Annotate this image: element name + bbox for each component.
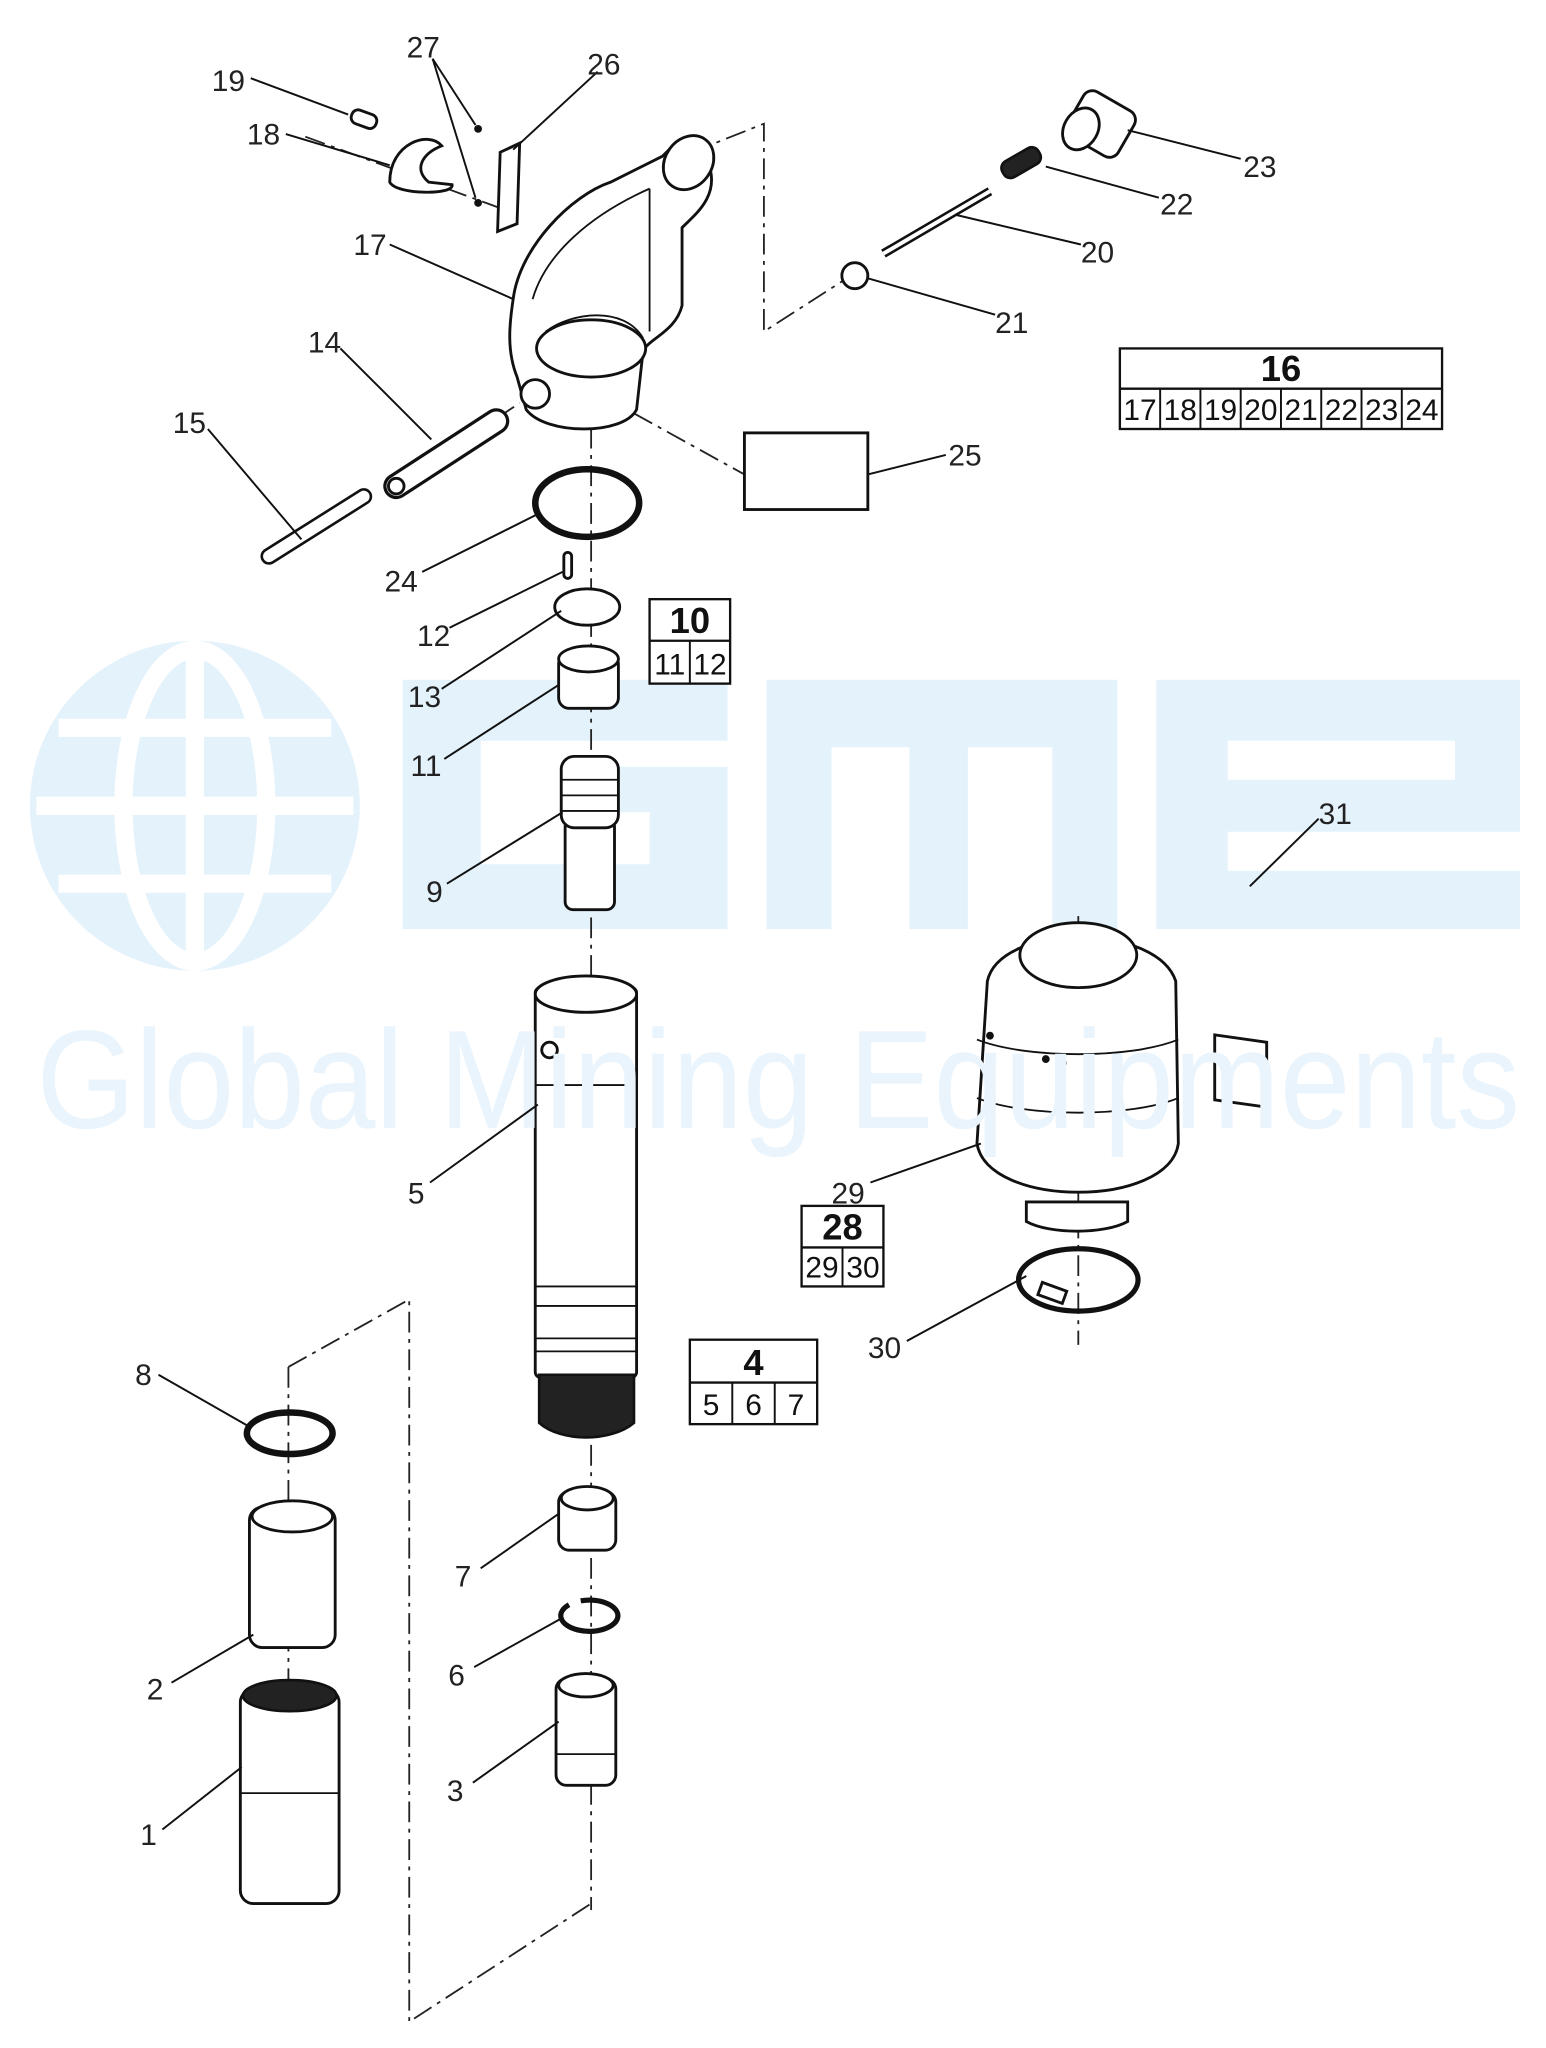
callout-18: 18 — [247, 118, 280, 151]
part-3-chuck — [554, 1672, 618, 1787]
callout-23: 23 — [1243, 151, 1276, 184]
part-2-sleeve — [248, 1499, 337, 1650]
callout-25: 25 — [948, 439, 981, 472]
callout-27: 27 — [407, 31, 440, 64]
part-19-pin — [349, 108, 379, 130]
part-11-valve-body — [557, 644, 620, 710]
kit-box-item: 18 — [1164, 394, 1197, 427]
kit-box-item: 5 — [703, 1389, 720, 1422]
watermark-letters — [402, 679, 1521, 930]
callout-30: 30 — [868, 1332, 901, 1365]
part-31-gasket — [1213, 1033, 1269, 1109]
part-8-ring — [243, 1409, 336, 1458]
callout-24: 24 — [385, 565, 418, 598]
part-13-disc — [553, 587, 622, 627]
kit-box-item: 12 — [693, 649, 726, 682]
callout-8: 8 — [135, 1359, 152, 1392]
callout-7: 7 — [455, 1561, 472, 1594]
callout-6: 6 — [448, 1659, 465, 1692]
kit-box-item: 6 — [745, 1389, 762, 1422]
callout-1: 1 — [140, 1819, 157, 1852]
part-6-retaining-ring — [558, 1597, 621, 1634]
callout-17: 17 — [353, 229, 386, 262]
kit-box-item: 11 — [654, 649, 685, 682]
part-14-sleeve — [383, 408, 510, 500]
callout-26: 26 — [587, 48, 620, 81]
part-25-label-plate — [742, 431, 870, 511]
callout-21: 21 — [995, 307, 1028, 340]
part-27-screws — [474, 124, 482, 207]
callout-22: 22 — [1160, 189, 1193, 222]
watermark-logo — [29, 640, 1521, 971]
part-7-bushing — [557, 1485, 618, 1552]
part-9-valve-piston — [559, 754, 620, 912]
part-1-buffer — [238, 1678, 341, 1905]
part-15-pin — [260, 488, 373, 565]
callout-13: 13 — [408, 681, 441, 714]
kit-box-item: 21 — [1284, 394, 1317, 427]
callout-numbers: 1918272617141524121311958217632322202125… — [135, 31, 1352, 1852]
part-18-trigger — [388, 137, 454, 194]
kit-box-title: 16 — [1261, 348, 1301, 389]
kit-box-item: 7 — [788, 1389, 805, 1422]
part-12-pin — [562, 550, 574, 580]
watermark-company-name: Global Mining Equipments — [36, 1001, 1520, 1158]
part-21-ball — [840, 261, 870, 291]
part-17-handle-housing — [508, 134, 716, 431]
kit-box-item: 20 — [1244, 394, 1277, 427]
part-22-spring — [1000, 145, 1043, 180]
callout-20: 20 — [1081, 237, 1114, 270]
part-23-fitting — [1061, 89, 1137, 159]
callout-9: 9 — [426, 876, 443, 909]
part-20-valve-rod — [881, 187, 993, 258]
kit-box-title: 4 — [743, 1342, 764, 1383]
kit-box-item: 30 — [846, 1251, 879, 1284]
kit-box-item: 23 — [1365, 394, 1398, 427]
kit-box-item: 24 — [1405, 394, 1438, 427]
callout-3: 3 — [447, 1775, 464, 1808]
callout-12: 12 — [417, 620, 450, 653]
callout-5: 5 — [408, 1177, 425, 1210]
part-26-plate — [496, 140, 522, 234]
callout-31: 31 — [1319, 798, 1352, 831]
kit-box-item: 29 — [805, 1251, 838, 1284]
kit-box-item: 19 — [1204, 394, 1237, 427]
callout-11: 11 — [411, 750, 442, 783]
callout-15: 15 — [173, 407, 206, 440]
callout-2: 2 — [147, 1674, 164, 1707]
part-5-cylinder — [533, 974, 639, 1439]
part-29-muffler — [975, 921, 1180, 1233]
kit-box-item: 17 — [1123, 394, 1156, 427]
callout-19: 19 — [212, 65, 245, 98]
part-24-o-ring — [532, 466, 643, 541]
callout-14: 14 — [308, 326, 341, 359]
kit-box-title: 10 — [670, 600, 710, 641]
leader-lines — [158, 58, 1320, 1831]
kit-box-item: 22 — [1325, 394, 1358, 427]
kit-box-title: 28 — [822, 1207, 862, 1248]
